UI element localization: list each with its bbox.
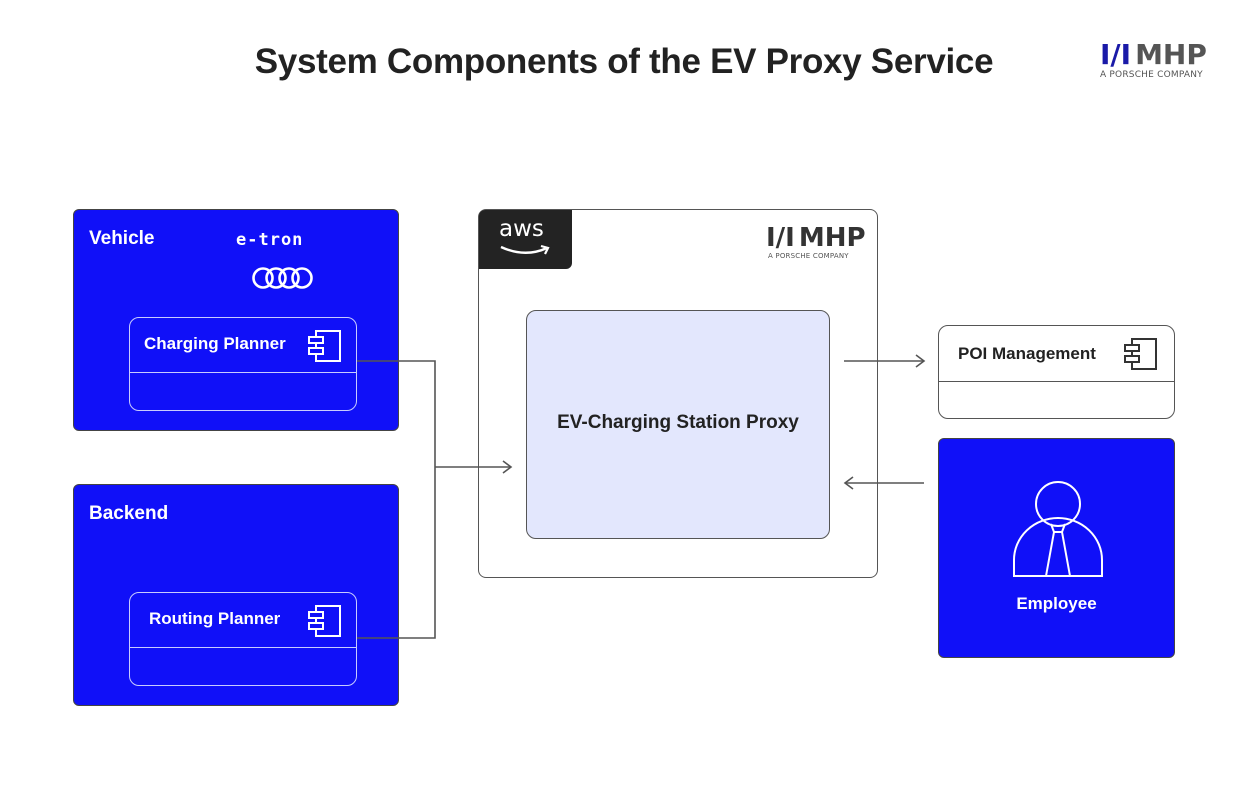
arrowhead-icon bbox=[502, 460, 513, 474]
vehicle-label: Vehicle bbox=[89, 228, 155, 249]
arrowhead-icon bbox=[843, 476, 854, 490]
mhp-tagline: A PORSCHE COMPANY bbox=[1100, 70, 1203, 80]
component-icon bbox=[308, 605, 341, 637]
component-divider bbox=[130, 647, 356, 648]
poi-management-label: POI Management bbox=[958, 344, 1096, 363]
mhp-wordmark: MHP bbox=[1135, 38, 1207, 71]
edge-charging-planner bbox=[357, 360, 436, 639]
employee-label: Employee bbox=[1016, 594, 1097, 613]
ev-charging-station-proxy[interactable] bbox=[526, 310, 830, 539]
routing-planner-component[interactable]: Routing Planner bbox=[129, 592, 357, 686]
audi-rings-icon bbox=[252, 267, 313, 289]
page-title: System Components of the EV Proxy Servic… bbox=[254, 42, 994, 81]
charging-planner-label: Charging Planner bbox=[144, 334, 286, 353]
aws-smile-icon bbox=[500, 244, 550, 255]
aws-logo: aws bbox=[479, 210, 572, 269]
component-divider bbox=[939, 381, 1174, 382]
component-divider bbox=[130, 372, 356, 373]
component-icon bbox=[1124, 338, 1157, 370]
aws-wordmark: aws bbox=[499, 216, 544, 242]
charging-planner-component[interactable]: Charging Planner bbox=[129, 317, 357, 411]
backend-group bbox=[73, 484, 399, 706]
employee-actor[interactable] bbox=[938, 438, 1175, 658]
mhp-mark-icon: I/I bbox=[766, 223, 795, 253]
person-icon bbox=[1013, 481, 1103, 577]
poi-management-component[interactable] bbox=[938, 325, 1175, 419]
proxy-label: EV-Charging Station Proxy bbox=[557, 412, 799, 433]
etron-logo: e-tron bbox=[236, 230, 304, 250]
vehicle-group bbox=[73, 209, 399, 431]
arrowhead-icon bbox=[915, 354, 926, 368]
component-icon bbox=[308, 330, 341, 362]
mhp-mark-icon: I/I bbox=[1100, 38, 1132, 71]
routing-planner-label: Routing Planner bbox=[149, 609, 281, 628]
backend-label: Backend bbox=[89, 503, 169, 524]
mhp-tagline: A PORSCHE COMPANY bbox=[768, 252, 849, 260]
mhp-wordmark: MHP bbox=[798, 223, 866, 253]
